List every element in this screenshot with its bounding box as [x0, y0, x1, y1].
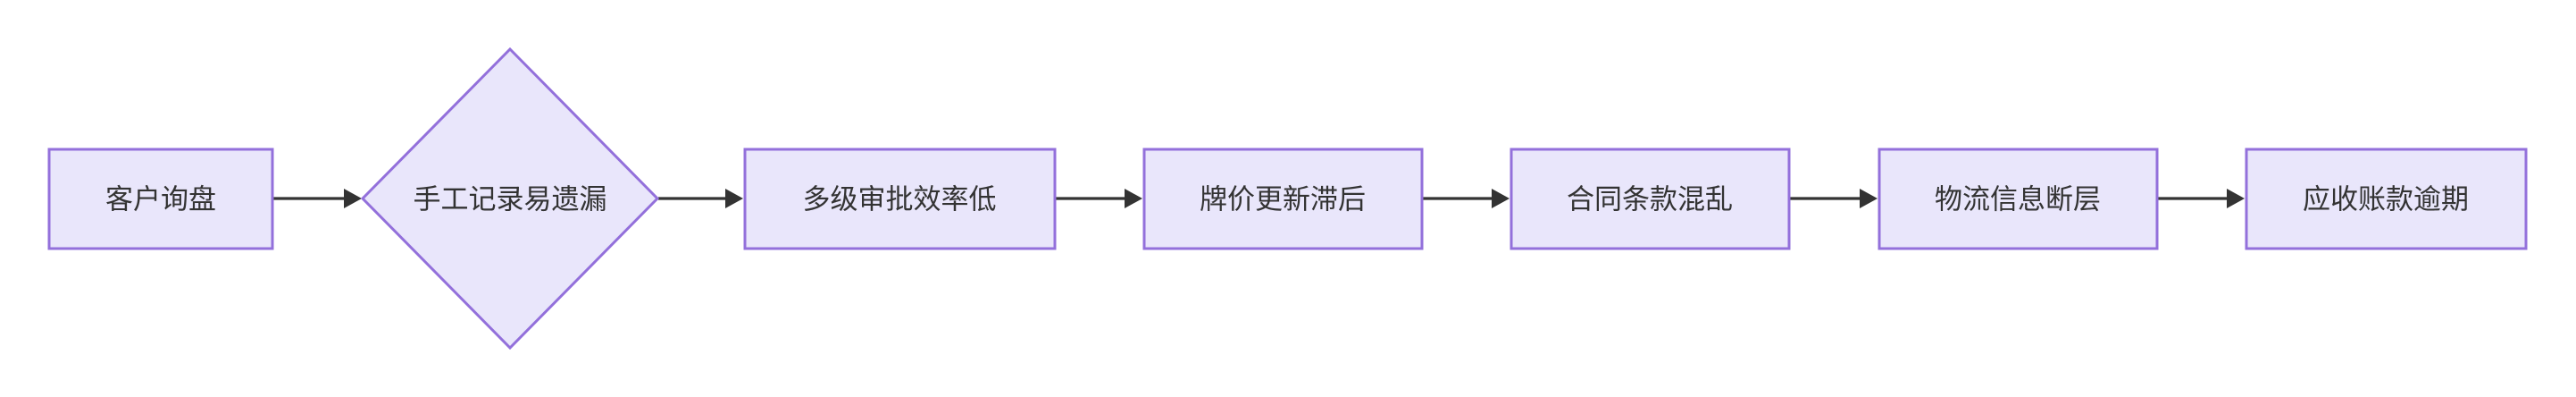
arrowhead-icon: [1860, 189, 1878, 208]
node-shape-rect[interactable]: [1878, 148, 2159, 250]
arrowhead-icon: [2227, 189, 2245, 208]
edge-n1-to-n2: [273, 189, 362, 208]
node-n5[interactable]: 合同条款混乱: [1510, 148, 1791, 250]
node-label: 客户询盘: [105, 184, 216, 215]
edge-n4-to-n5: [1423, 189, 1510, 208]
arrowhead-icon: [1125, 189, 1142, 208]
nodes-layer: 客户询盘 手工记录易遗漏 多级审批效率低 牌价更新滞后 合同条款混乱 物流信息断层 应收账款…: [47, 46, 2528, 351]
node-n6[interactable]: 物流信息断层: [1878, 148, 2159, 250]
node-shape-rect[interactable]: [1510, 148, 1791, 250]
node-shape-rect[interactable]: [2245, 148, 2528, 250]
node-n2[interactable]: 手工记录易遗漏: [360, 46, 660, 351]
node-n4[interactable]: 牌价更新滞后: [1142, 148, 1424, 250]
node-label: 手工记录易遗漏: [414, 184, 607, 215]
node-label: 多级审批效率低: [803, 184, 997, 215]
node-shape-rect[interactable]: [743, 148, 1057, 250]
node-shape-rect[interactable]: [1142, 148, 1424, 250]
node-n7[interactable]: 应收账款逾期: [2245, 148, 2528, 250]
arrowhead-icon: [1492, 189, 1510, 208]
node-shape-rect[interactable]: [47, 148, 274, 250]
node-label: 合同条款混乱: [1567, 184, 1733, 215]
arrowhead-icon: [725, 189, 743, 208]
node-n1[interactable]: 客户询盘: [47, 148, 274, 250]
node-label: 物流信息断层: [1935, 184, 2101, 215]
edge-n3-to-n4: [1056, 189, 1142, 208]
node-label: 应收账款逾期: [2303, 184, 2469, 215]
node-n3[interactable]: 多级审批效率低: [743, 148, 1057, 250]
edge-n5-to-n6: [1790, 189, 1878, 208]
arrowhead-icon: [344, 189, 362, 208]
edges-layer: [273, 189, 2245, 208]
edge-n2-to-n3: [658, 189, 743, 208]
node-shape-diamond[interactable]: [360, 46, 660, 351]
node-label: 牌价更新滞后: [1200, 184, 1366, 215]
edge-n6-to-n7: [2158, 189, 2245, 208]
